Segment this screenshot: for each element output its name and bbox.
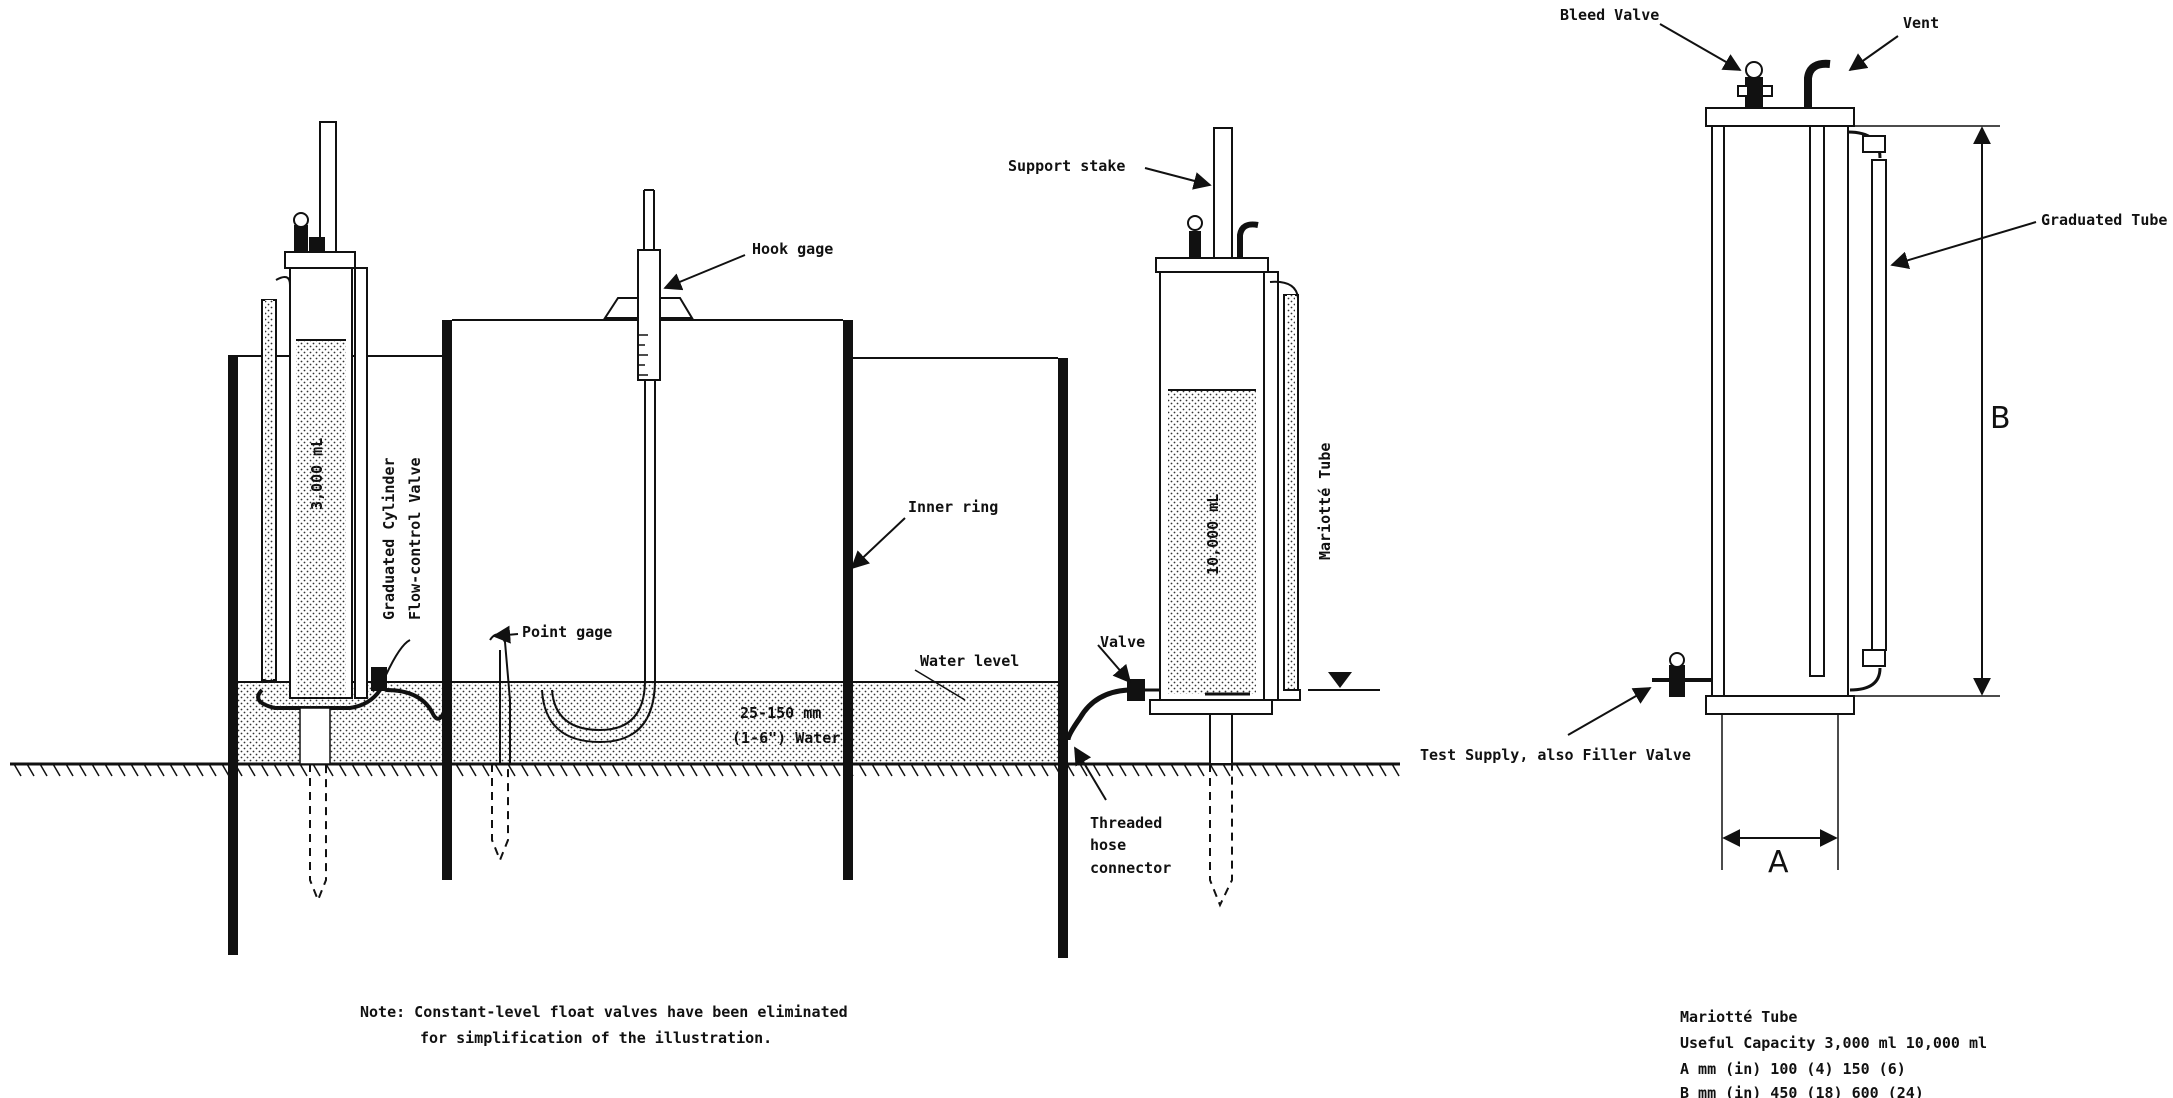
hook-gage-rod xyxy=(541,380,656,744)
label-large-cylinder-volume: 10,000 mL xyxy=(1204,494,1222,575)
small-mariotte-cylinder xyxy=(256,121,450,903)
spec-title: Mariotté Tube xyxy=(1680,1008,1797,1026)
arrow-water-level xyxy=(914,669,966,701)
label-graduated-tube: Graduated Tube xyxy=(2041,211,2167,229)
detail-inner-tube xyxy=(1809,125,1825,677)
mariotte-tube-detail xyxy=(1567,23,2037,870)
field-setup xyxy=(10,121,1400,958)
arrow-point-gage xyxy=(492,625,519,644)
detail-top-cap xyxy=(1705,107,1855,127)
hook-gage-ticks xyxy=(638,334,648,376)
label-hose-1: Threaded xyxy=(1090,814,1162,832)
label-valve: Valve xyxy=(1100,633,1145,651)
label-water-level: Water level xyxy=(920,652,1019,670)
note-line-2: for simplification of the illustration. xyxy=(420,1029,772,1047)
outer-ring-left-wall xyxy=(228,355,238,955)
arrow-bleed-valve xyxy=(1659,23,1742,71)
label-small-cylinder-volume: 3,000 mL xyxy=(308,438,326,510)
point-gage-stake xyxy=(491,764,509,863)
large-mariotte-cylinder xyxy=(1065,127,1380,908)
arrow-inner-ring xyxy=(850,517,906,570)
label-point-gage: Point gage xyxy=(522,623,612,641)
arrow-test-supply xyxy=(1567,687,1652,736)
arrow-valve xyxy=(1097,644,1132,684)
label-water-depth-2: (1-6") Water xyxy=(732,729,840,747)
note-line-1: Note: Constant-level float valves have b… xyxy=(360,1003,848,1021)
label-inner-ring: Inner ring xyxy=(908,498,998,516)
label-flow-control-valve: Flow-control Valve xyxy=(406,457,424,620)
detail-graduated-tube xyxy=(1871,159,1887,651)
label-dimension-b: B xyxy=(1990,401,2011,436)
label-hose-3: connector xyxy=(1090,859,1171,877)
label-hook-gage: Hook gage xyxy=(752,240,833,258)
arrow-support-stake xyxy=(1144,167,1212,190)
spec-b-row: B mm (in) 450 (18) 600 (24) xyxy=(1680,1084,1924,1098)
detail-cylinder-body xyxy=(1711,125,1849,697)
detail-bottom-cap xyxy=(1705,695,1855,715)
spec-a-row: A mm (in) 100 (4) 150 (6) xyxy=(1680,1060,1906,1078)
ground-hatching xyxy=(13,763,1400,777)
outer-ring-right-wall xyxy=(1058,358,1068,958)
label-support-stake: Support stake xyxy=(1008,157,1125,175)
label-bleed-valve: Bleed Valve xyxy=(1560,6,1659,24)
label-mariotte-tube-vertical: Mariotté Tube xyxy=(1316,443,1334,560)
inner-ring-right-wall xyxy=(843,320,853,880)
label-graduated-cylinder: Graduated Cylinder xyxy=(380,457,398,620)
inner-ring-left-wall xyxy=(442,320,452,880)
arrow-vent xyxy=(1848,35,1899,72)
label-vent: Vent xyxy=(1903,14,1939,32)
label-hose-2: hose xyxy=(1090,836,1126,854)
arrow-hook-gage xyxy=(663,254,746,291)
label-test-supply: Test Supply, also Filler Valve xyxy=(1420,746,1691,764)
label-dimension-a: A xyxy=(1768,845,1789,880)
large-cylinder-water xyxy=(1168,390,1256,694)
arrow-hose xyxy=(1074,746,1107,801)
label-water-depth-1: 25-150 mm xyxy=(740,704,821,722)
hook-gage-scale xyxy=(637,249,661,381)
small-cylinder-water xyxy=(296,340,346,696)
spec-capacity: Useful Capacity 3,000 ml 10,000 ml xyxy=(1680,1034,1987,1052)
arrow-graduated-tube xyxy=(1890,221,2037,269)
detail-vent xyxy=(1804,59,1831,108)
